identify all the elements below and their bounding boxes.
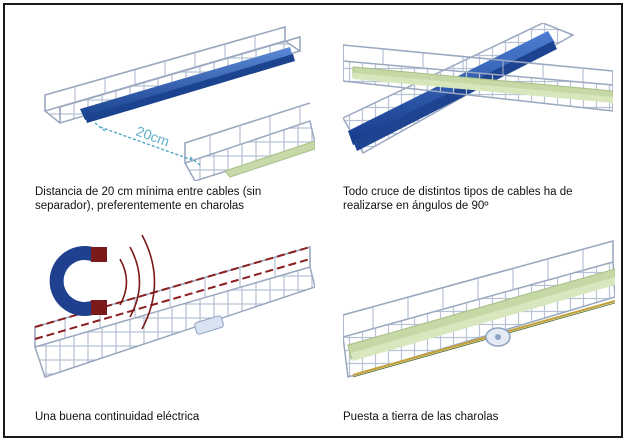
- ground-clamp-icon: [485, 327, 511, 347]
- panel-continuity: [25, 227, 315, 392]
- caption-distance: Distancia de 20 cm mínima entre cables (…: [35, 186, 262, 212]
- distance-illustration: 20cm: [43, 25, 315, 181]
- magnetic-waves: [119, 234, 156, 330]
- panel-distance: 20cm: [25, 23, 315, 181]
- caption-continuity: Una buena continuidad eléctrica: [35, 411, 200, 423]
- dimension-line: [94, 122, 201, 166]
- magnet-icon: [49, 246, 107, 316]
- crossing-illustration: [343, 23, 613, 155]
- caption-crossing: Todo cruce de distintos tipos de cables …: [343, 186, 573, 212]
- continuity-illustration: [34, 234, 315, 378]
- figure-frame: 20cm Distancia de 20 cm mínima entre cab…: [3, 3, 623, 438]
- panel-grounding: [343, 227, 615, 392]
- caption-grounding: Puesta a tierra de las charolas: [343, 411, 499, 423]
- grounding-illustration: [343, 239, 615, 378]
- panel-crossing: [343, 23, 613, 173]
